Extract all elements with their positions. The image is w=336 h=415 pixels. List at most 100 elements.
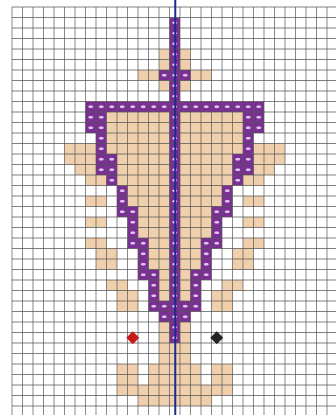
tan-stitch	[159, 396, 170, 407]
tan-stitch	[201, 186, 212, 197]
purple-stitch-mark	[204, 252, 209, 255]
tan-stitch	[117, 112, 128, 123]
purple-stitch-mark	[151, 105, 156, 108]
purple-stitch-mark	[162, 305, 167, 308]
purple-stitch-mark	[204, 242, 209, 245]
tan-stitch	[159, 364, 170, 375]
tan-stitch	[212, 165, 223, 176]
purple-stitch-mark	[99, 147, 104, 150]
tan-stitch	[180, 154, 191, 165]
tan-stitch	[128, 133, 139, 144]
purple-stitch-mark	[130, 210, 135, 213]
tan-stitch	[149, 249, 160, 260]
tan-stitch	[243, 217, 254, 228]
tan-stitch	[138, 385, 149, 396]
tan-stitch	[117, 301, 128, 312]
purple-stitch-mark	[109, 158, 114, 161]
tan-stitch	[201, 175, 212, 186]
purple-stitch-mark	[162, 74, 167, 77]
tan-stitch	[138, 186, 149, 197]
tan-stitch	[75, 165, 86, 176]
tan-stitch	[254, 175, 265, 186]
tan-stitch	[243, 175, 254, 186]
tan-stitch	[96, 217, 107, 228]
tan-stitch	[159, 207, 170, 218]
tan-stitch	[233, 123, 244, 134]
purple-stitch-mark	[246, 147, 251, 150]
tan-stitch	[180, 60, 191, 71]
tan-stitch	[222, 123, 233, 134]
purple-stitch-mark	[88, 105, 93, 108]
purple-stitch-mark	[109, 105, 114, 108]
tan-stitch	[180, 49, 191, 60]
purple-stitch-mark	[120, 210, 125, 213]
tan-stitch	[117, 133, 128, 144]
tan-stitch	[212, 196, 223, 207]
purple-stitch-mark	[246, 126, 251, 129]
tan-stitch	[149, 228, 160, 239]
tan-stitch	[159, 217, 170, 228]
tan-stitch	[117, 175, 128, 186]
purple-stitch-mark	[246, 158, 251, 161]
purple-stitch-mark	[183, 105, 188, 108]
tan-stitch	[159, 81, 170, 92]
purple-stitch-mark	[130, 105, 135, 108]
tan-stitch	[191, 375, 202, 386]
tan-stitch	[159, 60, 170, 71]
tan-stitch	[107, 112, 118, 123]
purple-stitch-mark	[109, 179, 114, 182]
purple-stitch-mark	[99, 137, 104, 140]
tan-stitch	[128, 175, 139, 186]
tan-stitch	[180, 249, 191, 260]
tan-stitch	[107, 249, 118, 260]
tan-stitch	[117, 154, 128, 165]
purple-stitch-mark	[256, 105, 261, 108]
tan-stitch	[201, 70, 212, 81]
tan-stitch	[75, 144, 86, 155]
tan-stitch	[138, 123, 149, 134]
tan-stitch	[159, 249, 170, 260]
tan-stitch	[233, 144, 244, 155]
purple-stitch-mark	[130, 221, 135, 224]
purple-stitch-mark	[193, 305, 198, 308]
tan-stitch	[107, 280, 118, 291]
purple-stitch-mark	[162, 315, 167, 318]
purple-stitch-mark	[225, 200, 230, 203]
tan-stitch	[222, 144, 233, 155]
tan-stitch	[180, 375, 191, 386]
purple-stitch-mark	[88, 116, 93, 119]
black-diamond-marker	[210, 331, 223, 344]
tan-stitch	[212, 154, 223, 165]
tan-stitch	[201, 144, 212, 155]
tan-stitch	[212, 375, 223, 386]
tan-stitch	[138, 175, 149, 186]
tan-stitch	[233, 280, 244, 291]
purple-stitch-mark	[183, 305, 188, 308]
tan-stitch	[180, 322, 191, 333]
tan-stitch	[212, 175, 223, 186]
purple-stitch-mark	[193, 294, 198, 297]
tan-stitch	[149, 385, 160, 396]
purple-stitch-mark	[235, 168, 240, 171]
tan-stitch	[128, 301, 139, 312]
tan-stitch	[107, 133, 118, 144]
tan-stitch	[149, 154, 160, 165]
tan-stitch	[264, 165, 275, 176]
tan-stitch	[254, 238, 265, 249]
tan-stitch	[138, 144, 149, 155]
tan-stitch	[254, 165, 265, 176]
tan-stitch	[159, 123, 170, 134]
purple-stitch-mark	[193, 273, 198, 276]
tan-stitch	[180, 364, 191, 375]
tan-stitch	[180, 123, 191, 134]
tan-stitch	[149, 123, 160, 134]
tan-stitch	[117, 123, 128, 134]
purple-stitch-mark	[193, 105, 198, 108]
tan-stitch	[149, 175, 160, 186]
tan-stitch	[243, 259, 254, 270]
tan-stitch	[212, 112, 223, 123]
tan-stitch	[138, 112, 149, 123]
tan-stitch	[243, 249, 254, 260]
purple-stitch-mark	[246, 168, 251, 171]
tan-stitch	[149, 207, 160, 218]
